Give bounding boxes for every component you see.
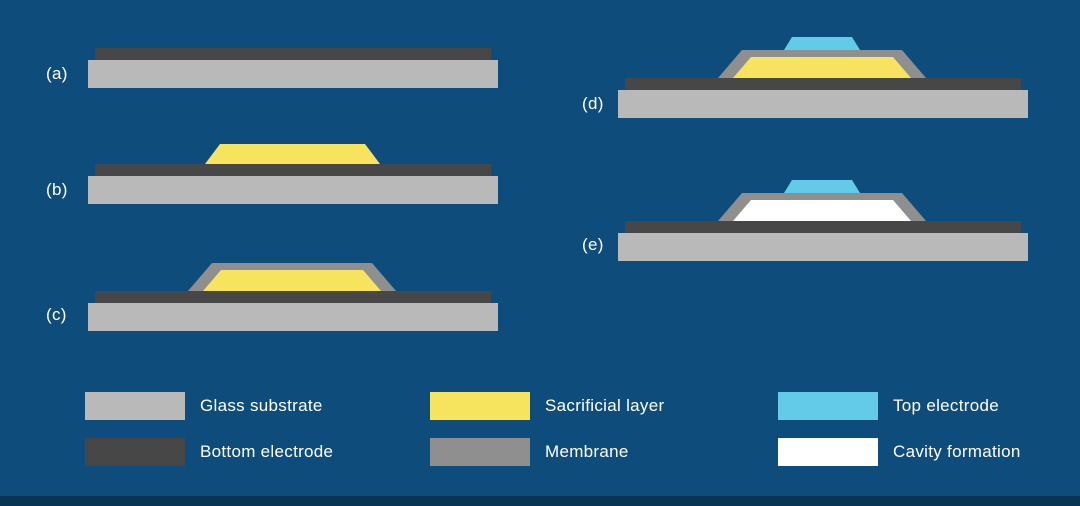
diagram-step-e	[618, 180, 1028, 261]
legend-item-membrane: Membrane	[430, 438, 778, 466]
legend-swatch-cavity-formation	[778, 438, 878, 466]
footer-bar	[0, 496, 1080, 506]
legend-swatch-glass-substrate	[85, 392, 185, 420]
swatch-rect	[85, 438, 185, 466]
diagram-step-c	[88, 263, 498, 331]
bottom-electrode-layer	[95, 291, 491, 303]
legend-swatch-top-electrode	[778, 392, 878, 420]
sacrificial-layer	[733, 57, 911, 78]
legend-item-top-electrode: Top electrode	[778, 392, 1021, 420]
swatch-rect	[430, 438, 530, 466]
swatch-rect	[778, 392, 878, 420]
sacrificial-layer	[205, 144, 380, 164]
glass-substrate-layer	[618, 90, 1028, 118]
diagram-step-b	[88, 144, 498, 204]
step-label-e: (e)	[582, 235, 604, 254]
legend-label: Top electrode	[893, 396, 999, 415]
legend-swatch-sacrificial-layer	[430, 392, 530, 420]
legend-label: Cavity formation	[893, 442, 1021, 461]
cavity-layer	[733, 200, 911, 221]
legend-swatch-membrane	[430, 438, 530, 466]
step-label-c: (c)	[46, 305, 67, 324]
step-label-b: (b)	[46, 180, 68, 199]
legend-label: Glass substrate	[200, 396, 323, 415]
legend: Glass substrate Sacrificial layer Top el…	[85, 392, 1021, 466]
legend-item-cavity-formation: Cavity formation	[778, 438, 1021, 466]
legend-swatch-bottom-electrode	[85, 438, 185, 466]
legend-label: Bottom electrode	[200, 442, 334, 461]
glass-substrate-layer	[88, 60, 498, 88]
legend-item-glass-substrate: Glass substrate	[85, 392, 430, 420]
legend-item-sacrificial-layer: Sacrificial layer	[430, 392, 778, 420]
step-label-a: (a)	[46, 64, 68, 83]
swatch-rect	[85, 392, 185, 420]
top-electrode-layer	[784, 37, 860, 50]
diagram-step-a	[88, 48, 498, 88]
top-electrode-layer	[784, 180, 860, 193]
step-label-d: (d)	[582, 94, 604, 113]
legend-label: Sacrificial layer	[545, 396, 665, 415]
glass-substrate-layer	[88, 303, 498, 331]
swatch-rect	[430, 392, 530, 420]
glass-substrate-layer	[88, 176, 498, 204]
sacrificial-layer	[203, 270, 381, 291]
diagram-step-d	[618, 37, 1028, 118]
bottom-electrode-layer	[625, 78, 1021, 90]
legend-item-bottom-electrode: Bottom electrode	[85, 438, 430, 466]
glass-substrate-layer	[618, 233, 1028, 261]
bottom-electrode-layer	[625, 221, 1021, 233]
bottom-electrode-layer	[95, 48, 491, 60]
swatch-rect	[778, 438, 878, 466]
bottom-electrode-layer	[95, 164, 491, 176]
legend-label: Membrane	[545, 442, 629, 461]
